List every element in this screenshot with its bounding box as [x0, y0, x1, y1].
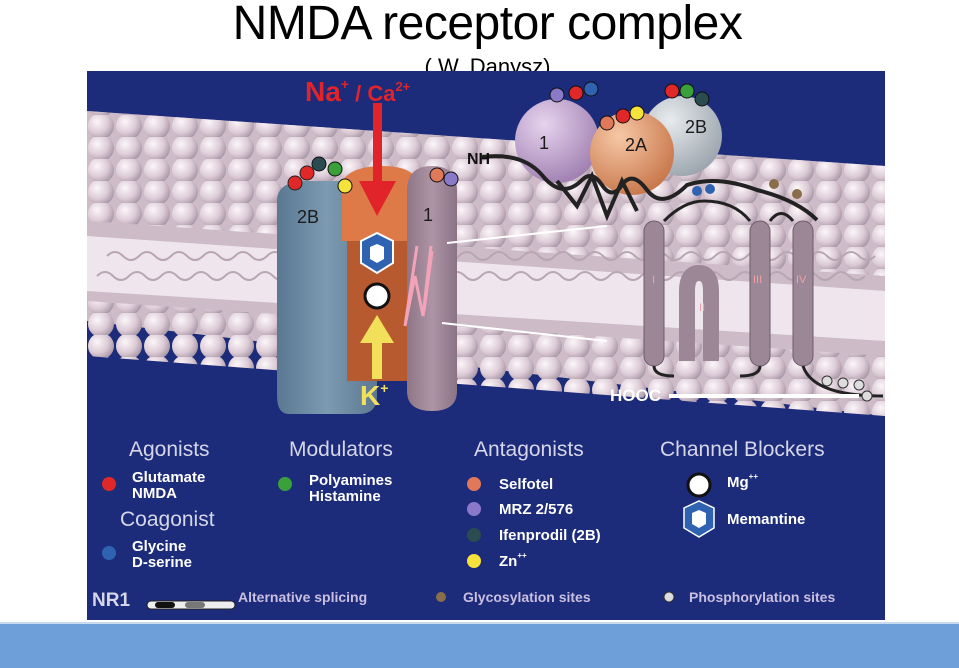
phosphorylation-label: Phosphorylation sites — [689, 589, 835, 605]
nr1-topology — [441, 154, 884, 402]
nh-label: NH — [467, 151, 490, 168]
subunit-1-left — [407, 166, 457, 411]
nmda-receptor-diagram: Na+ / Ca2+ K+ 2B 1 1 2A 2B NH HOOC I II … — [87, 71, 885, 620]
k-label: K+ — [360, 380, 388, 411]
legend-selfotel: Selfotel — [499, 476, 553, 493]
domain-iii-label: III — [753, 274, 762, 286]
bottom-legend-row: NR1 Alternative splicing Glycosylation s… — [92, 589, 835, 611]
label-2a-top: 2A — [625, 135, 647, 155]
legend-mrz: MRZ 2/576 — [499, 501, 573, 518]
legend-modulators-heading: Modulators — [289, 438, 393, 461]
slide-footer-bar — [0, 622, 959, 668]
mg-ion-icon — [363, 282, 391, 310]
label-2b-top: 2B — [685, 117, 707, 137]
label-2b-left: 2B — [297, 207, 319, 227]
legend-antagonists-heading: Antagonists — [474, 438, 584, 461]
na-label: Na+ / Ca2+ — [305, 76, 411, 107]
legend: Agonists Glutamate NMDA Coagonist Glycin… — [102, 438, 825, 571]
nr1-label: NR1 — [92, 590, 130, 611]
legend-mg: Mg++ — [727, 472, 758, 491]
slide-title: NMDA receptor complex — [232, 0, 743, 50]
legend-d-serine: D-serine — [132, 554, 192, 571]
hooc-label: HOOC — [610, 386, 661, 405]
glycosylation-label: Glycosylation sites — [463, 589, 591, 605]
label-1-left: 1 — [423, 205, 433, 225]
domain-i-label: I — [652, 274, 655, 286]
legend-glutamate: Glutamate — [132, 469, 205, 486]
legend-nmda: NMDA — [132, 485, 177, 502]
legend-glycine: Glycine — [132, 538, 186, 555]
legend-zn: Zn++ — [499, 551, 527, 570]
alternative-splicing-label: Alternative splicing — [238, 589, 367, 605]
legend-ifenprodil: Ifenprodil (2B) — [499, 527, 601, 544]
receptor-channel — [277, 103, 459, 414]
legend-agonists-heading: Agonists — [129, 438, 210, 461]
legend-memantine: Memantine — [727, 511, 805, 528]
legend-channel-blockers-heading: Channel Blockers — [660, 438, 825, 461]
legend-polyamines: Polyamines — [309, 472, 392, 489]
domain-iv-label: IV — [796, 274, 807, 286]
label-1-top: 1 — [539, 133, 549, 153]
domain-ii-label: II — [699, 302, 705, 314]
legend-histamine: Histamine — [309, 488, 381, 505]
extracellular-domains — [515, 81, 722, 195]
legend-coagonist-heading: Coagonist — [120, 508, 215, 531]
